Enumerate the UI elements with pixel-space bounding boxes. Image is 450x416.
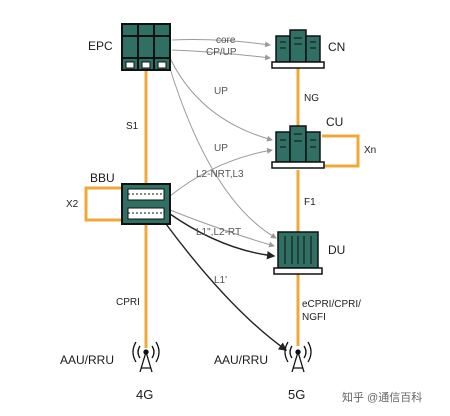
bbu-icon: [121, 183, 171, 225]
link-l1pp-l2-rt: [169, 209, 275, 248]
antenna-5g-icon: [284, 341, 312, 373]
l1pp-l2-rt-label: L1",L2-RT: [196, 227, 242, 238]
cn-icon: [271, 29, 325, 69]
antenna-4g-icon: [132, 341, 160, 373]
link-up-2: [167, 61, 277, 239]
link-core: [171, 39, 271, 48]
x2-label: X2: [66, 199, 79, 210]
du-icon: [273, 231, 323, 275]
bbu-label: BBU: [90, 171, 115, 185]
fronthaul-5g-label-line1: eCPRI/CPRI/: [302, 299, 361, 310]
generation-5g-label: 5G: [288, 387, 306, 402]
du-label: DU: [328, 243, 346, 257]
aau-4g-label: AAU/RRU: [60, 353, 115, 367]
cp-up-label: CP/UP: [206, 47, 237, 58]
core-label: core: [216, 35, 236, 46]
ng-label: NG: [304, 93, 319, 104]
cu-label: CU: [326, 115, 344, 129]
s1-label: S1: [126, 121, 139, 132]
link-l2-nrt-l3: [169, 147, 273, 197]
l1p-label: L1': [214, 275, 228, 286]
cn-label: CN: [328, 40, 346, 54]
fronthaul-5g-label-line2: NGFI: [302, 312, 326, 323]
f1-label: F1: [304, 197, 316, 208]
l2-nrt-l3-label: L2-NRT,L3: [196, 169, 244, 180]
link-cp-up: [171, 49, 271, 61]
xn-label: Xn: [364, 145, 377, 156]
epc-label: EPC: [88, 39, 113, 53]
cpri-label: CPRI: [116, 297, 140, 308]
up-1-label: UP: [214, 86, 228, 97]
link-up-1: [169, 57, 273, 142]
generation-4g-label: 4G: [136, 387, 154, 402]
up-2-label: UP: [214, 143, 228, 154]
x2-loop: [84, 186, 122, 222]
epc-icon: [121, 23, 171, 71]
link-l1p: [165, 223, 288, 351]
cu-icon: [271, 125, 325, 169]
watermark: 知乎 @通信百科: [342, 392, 423, 404]
xn-loop: [322, 134, 360, 168]
link-bbu-du-dark: [169, 213, 276, 260]
aau-5g-label: AAU/RRU: [214, 353, 269, 367]
